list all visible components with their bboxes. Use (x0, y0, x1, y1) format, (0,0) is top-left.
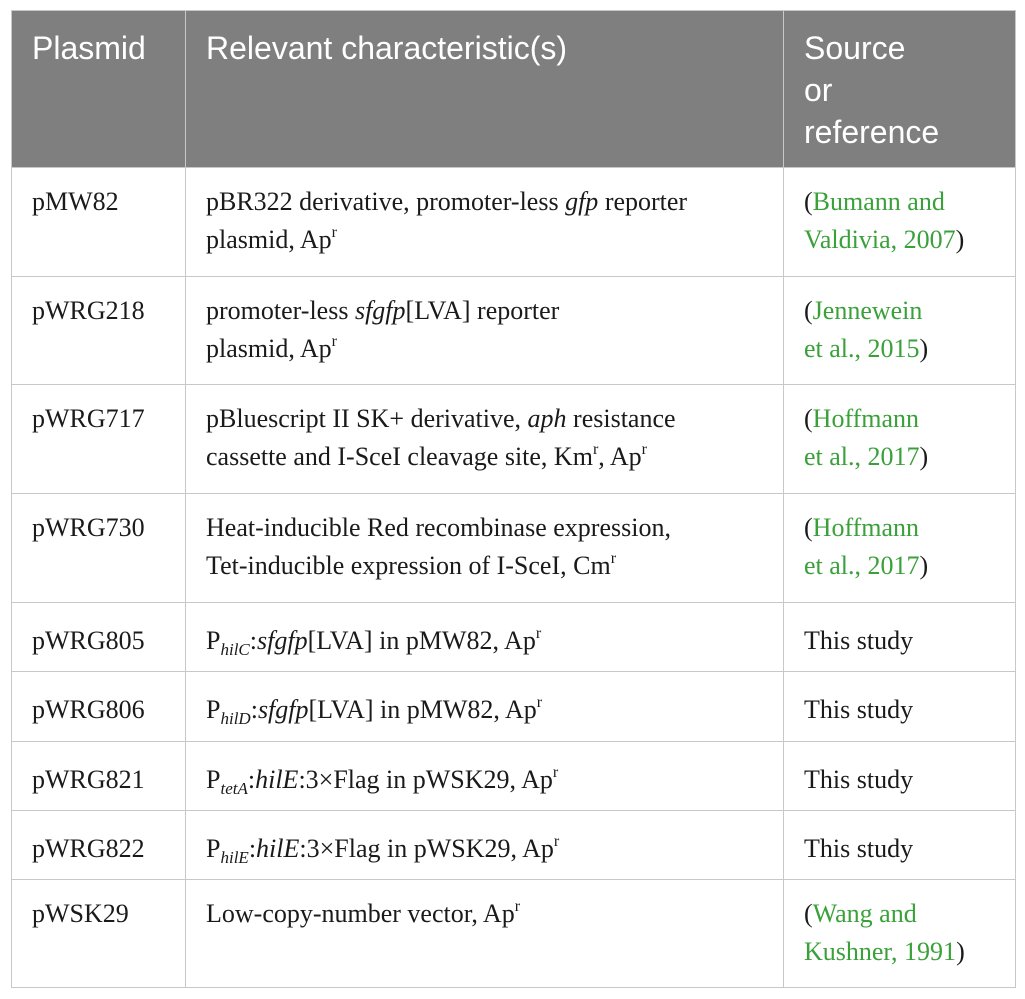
characteristics-cell: PhilE:hilE:3×Flag in pWSK29, Apr (185, 810, 784, 880)
characteristics-cell: PtetA:hilE:3×Flag in pWSK29, Apr (185, 741, 784, 811)
table-row: pWRG806 PhilD:sfgfp[LVA] in pMW82, Apr T… (11, 671, 1016, 742)
characteristics-cell: pBR322 derivative, promoter-less gfp rep… (185, 167, 784, 277)
plasmid-cell: pWRG730 (11, 493, 186, 603)
source-cell: This study (783, 741, 1016, 811)
header-plasmid: Plasmid (11, 10, 186, 168)
table-row: pWRG822 PhilE:hilE:3×Flag in pWSK29, Apr… (11, 810, 1016, 880)
table-row: pMW82 pBR322 derivative, promoter-less g… (11, 167, 1016, 277)
table-body: pMW82 pBR322 derivative, promoter-less g… (11, 167, 1016, 988)
reference-link[interactable]: Bumann and (812, 187, 945, 216)
reference-link[interactable]: Wang and (812, 899, 917, 928)
table-header: Plasmid Relevant characteristic(s) Sourc… (11, 10, 1016, 168)
plasmid-cell: pWRG218 (11, 276, 186, 385)
table-row: pWSK29 Low-copy-number vector, Apr (Wang… (11, 879, 1016, 988)
reference-link[interactable]: Jennewein (812, 296, 923, 325)
characteristics-cell: pBluescript II SK+ derivative, aph resis… (185, 384, 784, 494)
plasmid-cell: pWRG805 (11, 602, 186, 672)
plasmid-cell: pWRG717 (11, 384, 186, 494)
header-source: Source or reference (783, 10, 1016, 168)
header-characteristics: Relevant characteristic(s) (185, 10, 784, 168)
characteristics-cell: Heat-inducible Red recombinase expressio… (185, 493, 784, 603)
source-cell: This study (783, 602, 1016, 672)
header-row: Plasmid Relevant characteristic(s) Sourc… (11, 10, 1016, 168)
characteristics-cell: PhilD:sfgfp[LVA] in pMW82, Apr (185, 671, 784, 742)
reference-link[interactable]: et al., 2015 (804, 334, 920, 363)
reference-link[interactable]: et al., 2017 (804, 551, 920, 580)
header-source-line1: Source (804, 30, 906, 66)
header-source-line2: or (804, 72, 833, 108)
plasmid-cell: pWRG821 (11, 741, 186, 811)
source-cell: This study (783, 671, 1016, 742)
reference-link[interactable]: Kushner, 1991 (804, 937, 957, 966)
plasmid-cell: pWSK29 (11, 879, 186, 988)
reference-link[interactable]: Hoffmann (812, 513, 920, 542)
plasmid-table: Plasmid Relevant characteristic(s) Sourc… (11, 10, 1016, 988)
reference-link[interactable]: et al., 2017 (804, 442, 920, 471)
characteristics-cell: Low-copy-number vector, Apr (185, 879, 784, 988)
table-row: pWRG805 PhilC:sfgfp[LVA] in pMW82, Apr T… (11, 602, 1016, 672)
plasmid-cell: pWRG822 (11, 810, 186, 880)
table-row: pWRG821 PtetA:hilE:3×Flag in pWSK29, Apr… (11, 741, 1016, 811)
table-row: pWRG717 pBluescript II SK+ derivative, a… (11, 384, 1016, 494)
plasmid-cell: pWRG806 (11, 671, 186, 742)
characteristics-cell: PhilC:sfgfp[LVA] in pMW82, Apr (185, 602, 784, 672)
source-cell: This study (783, 810, 1016, 880)
table-row: pWRG730 Heat-inducible Red recombinase e… (11, 493, 1016, 603)
reference-link[interactable]: Valdivia, 2007 (804, 225, 956, 254)
reference-link[interactable]: Hoffmann (812, 404, 920, 433)
header-source-line3: reference (804, 114, 940, 150)
table-row: pWRG218 promoter-less sfgfp[LVA] reporte… (11, 276, 1016, 385)
plasmid-cell: pMW82 (11, 167, 186, 277)
